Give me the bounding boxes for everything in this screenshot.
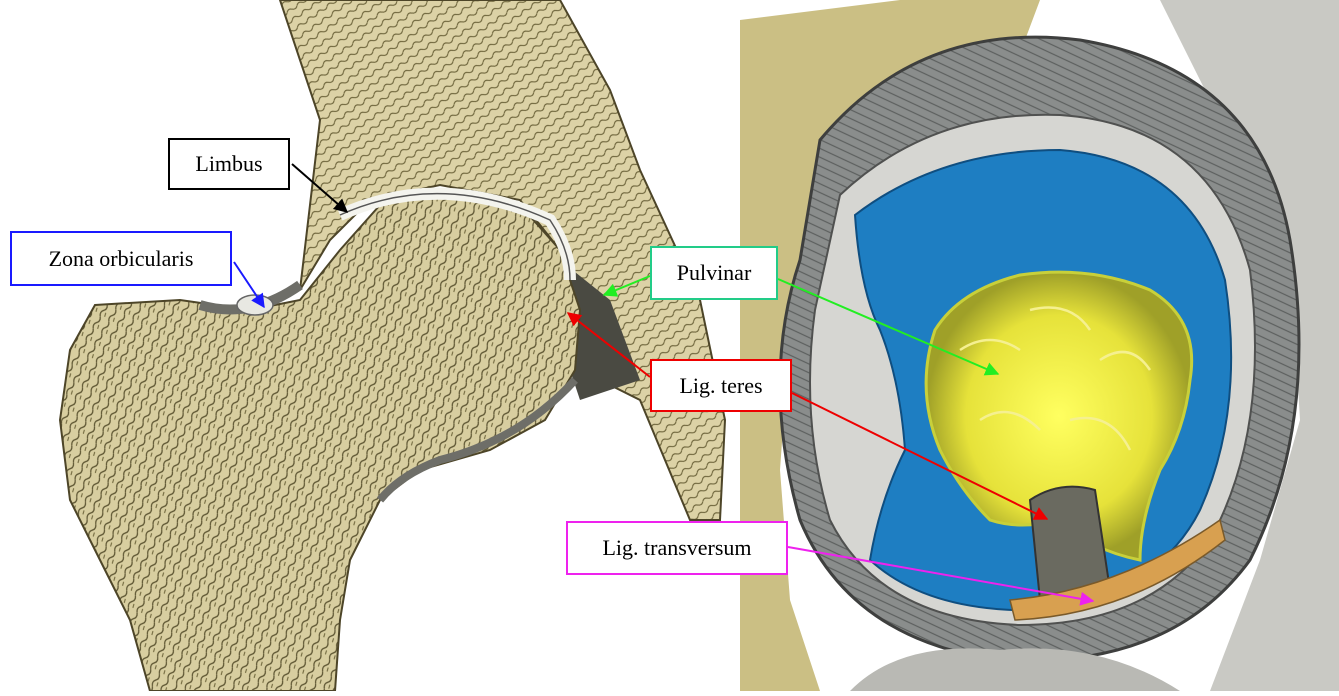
left-panel-section (60, 0, 725, 691)
label-zona-orbicularis: Zona orbicularis (10, 231, 232, 286)
label-pulvinar: Pulvinar (650, 246, 778, 300)
label-limbus: Limbus (168, 138, 290, 190)
label-lig-teres: Lig. teres (650, 359, 792, 412)
right-panel-acetabulum (740, 0, 1339, 691)
label-lig-transversum: Lig. transversum (566, 521, 788, 575)
